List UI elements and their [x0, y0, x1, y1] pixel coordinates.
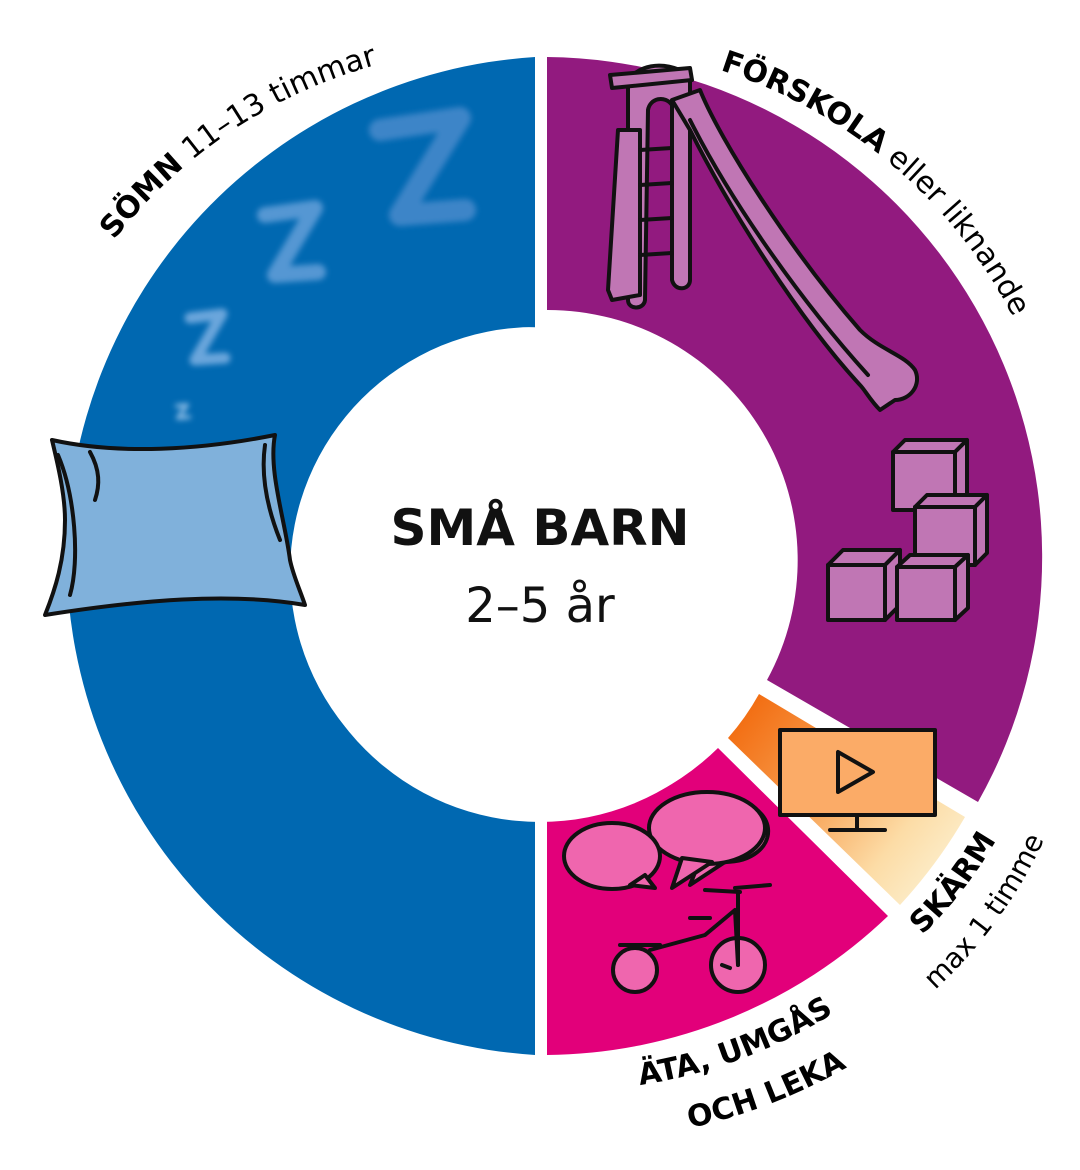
segment-somn — [66, 57, 535, 1055]
tricycle-icon — [611, 883, 772, 994]
slide-icon — [606, 63, 919, 412]
center-subtitle: 2–5 år — [465, 578, 615, 634]
pillow-icon — [43, 433, 307, 617]
center-title: SMÅ BARN — [390, 498, 689, 557]
blocks-icon — [826, 438, 989, 622]
tv-play-icon — [778, 728, 937, 832]
zzz-icon — [175, 107, 476, 420]
speech-bubbles-icon — [562, 790, 771, 891]
